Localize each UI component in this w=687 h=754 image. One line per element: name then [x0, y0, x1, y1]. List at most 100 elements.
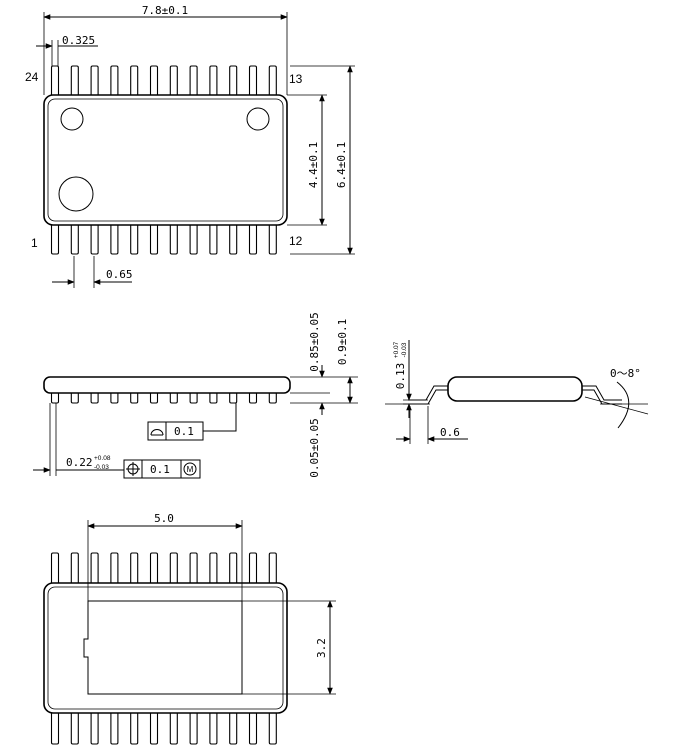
- dim-standoff: 0.05±0.05: [308, 418, 321, 478]
- top-pin-lower-1: [50, 221, 60, 255]
- end-angle-arc: [616, 381, 630, 429]
- dim-lw-tol-upper: +0.08: [94, 455, 111, 462]
- bottom-pin-lower-11: [248, 709, 258, 745]
- ejector-mark-left: [60, 107, 84, 131]
- top-pin-upper-8: [189, 65, 198, 99]
- bottom-pin-upper-6: [149, 552, 159, 587]
- ejector-mark-right: [246, 107, 270, 131]
- bottom-pin-upper-11: [248, 552, 258, 587]
- top-pin-lower-2: [70, 221, 79, 255]
- top-pin-upper-11: [248, 65, 258, 99]
- dim-total-height: 0.9±0.1: [336, 319, 349, 365]
- end-lt-main: 0.13: [394, 363, 407, 390]
- flatness-value: 0.1: [174, 425, 194, 438]
- bottom-pins-lower: [50, 709, 277, 745]
- end-lt-tol-upper: +0.07: [393, 341, 400, 358]
- flatness-leader: [203, 403, 237, 432]
- pin-label-12: 12: [289, 234, 303, 248]
- top-pin-lower-11: [248, 221, 258, 255]
- end-angle: 0～8°: [610, 367, 641, 380]
- top-pin-lower-4: [110, 221, 119, 255]
- top-pin-lower-8: [189, 221, 198, 255]
- exposed-pad: [83, 600, 243, 695]
- top-package-body: [43, 94, 288, 226]
- bottom-pin-upper-7: [169, 552, 178, 587]
- top-pin-upper-10: [229, 65, 238, 99]
- bottom-pin-upper-3: [90, 552, 99, 587]
- end-lt-tol-lower: -0.03: [401, 342, 408, 357]
- bottom-pin-lower-1: [50, 709, 60, 745]
- pin-label-1: 1: [31, 236, 38, 250]
- bottom-pin-upper-5: [130, 552, 139, 587]
- dim-body-height: 0.85±0.05: [308, 312, 321, 372]
- top-pin-lower-10: [229, 221, 238, 255]
- dim-overall-width: 7.8±0.1: [142, 4, 188, 17]
- dim-pad-height: 3.2: [315, 638, 328, 658]
- top-pins-lower: [50, 221, 277, 255]
- top-pin-lower-5: [130, 221, 139, 255]
- bottom-pin-upper-9: [209, 552, 218, 587]
- bottom-pin-lower-9: [209, 709, 218, 745]
- bottom-pin-lower-3: [90, 709, 99, 745]
- side-package-body: [43, 376, 291, 394]
- top-pin-upper-9: [209, 65, 218, 99]
- dim-total-width: 6.4±0.1: [335, 142, 348, 188]
- bottom-pin-upper-12: [268, 552, 277, 587]
- top-view: 7.8±0.1 0.325 24 13 1 12 4.4±0.1 6.4±0.1…: [25, 4, 355, 288]
- dim-lead-width: 0.325: [62, 34, 95, 47]
- bottom-pin-lower-2: [70, 709, 79, 745]
- pin1-index-mark: [58, 176, 94, 212]
- top-pins-upper: [50, 65, 277, 99]
- bottom-pin-lower-10: [229, 709, 238, 745]
- bottom-pin-lower-8: [189, 709, 198, 745]
- pin-label-24: 24: [25, 70, 39, 84]
- dim-body-width: 4.4±0.1: [307, 142, 320, 188]
- pin-label-13: 13: [289, 72, 303, 86]
- top-pin-upper-4: [110, 65, 119, 99]
- top-pin-upper-5: [130, 65, 139, 99]
- bottom-pin-upper-1: [50, 552, 60, 587]
- bottom-pin-upper-4: [110, 552, 119, 587]
- bottom-view: 5.0 3.2: [43, 512, 336, 745]
- bottom-pin-lower-4: [110, 709, 119, 745]
- top-pin-upper-12: [268, 65, 277, 99]
- top-pin-lower-9: [209, 221, 218, 255]
- top-pin-upper-3: [90, 65, 99, 99]
- end-angle-line: [584, 396, 649, 415]
- top-pin-upper-7: [169, 65, 178, 99]
- bottom-pin-lower-5: [130, 709, 139, 745]
- end-package-body: [447, 376, 583, 402]
- position-frame: [123, 459, 201, 479]
- top-pin-upper-1: [50, 65, 60, 99]
- bottom-package-body-inner: [47, 586, 284, 710]
- bottom-pin-lower-7: [169, 709, 178, 745]
- end-lead-left: [408, 385, 448, 405]
- position-modifier-circle: [183, 462, 197, 476]
- dim-pitch: 0.65: [106, 268, 133, 281]
- bottom-pin-upper-10: [229, 552, 238, 587]
- end-lead-length: 0.6: [440, 426, 460, 439]
- dim-pad-width: 5.0: [154, 512, 174, 525]
- bottom-package-body: [43, 582, 288, 714]
- position-modifier: M: [187, 465, 194, 474]
- bottom-pins-upper: [50, 552, 277, 587]
- bottom-pin-lower-6: [149, 709, 159, 745]
- dim-lw-main: 0.22: [66, 456, 93, 469]
- top-package-body-inner: [47, 98, 284, 222]
- top-pin-upper-2: [70, 65, 79, 99]
- side-view: 0.85±0.05 0.9±0.1 0.05±0.05 0.1 0.22 +0.…: [33, 312, 358, 479]
- top-pin-lower-6: [149, 221, 159, 255]
- top-pin-lower-12: [268, 221, 277, 255]
- end-view: 0～8° 0.13 +0.07 -0.03 0.6: [385, 340, 649, 444]
- top-pin-lower-7: [169, 221, 178, 255]
- bottom-pin-upper-8: [189, 552, 198, 587]
- bottom-pin-upper-2: [70, 552, 79, 587]
- bottom-pin-lower-12: [268, 709, 277, 745]
- position-value: 0.1: [150, 463, 170, 476]
- top-pin-upper-6: [149, 65, 159, 99]
- dim-lw-tol-lower: -0.03: [94, 464, 109, 471]
- flatness-icon: [150, 429, 164, 436]
- flatness-frame: [147, 421, 204, 441]
- top-pin-lower-3: [90, 221, 99, 255]
